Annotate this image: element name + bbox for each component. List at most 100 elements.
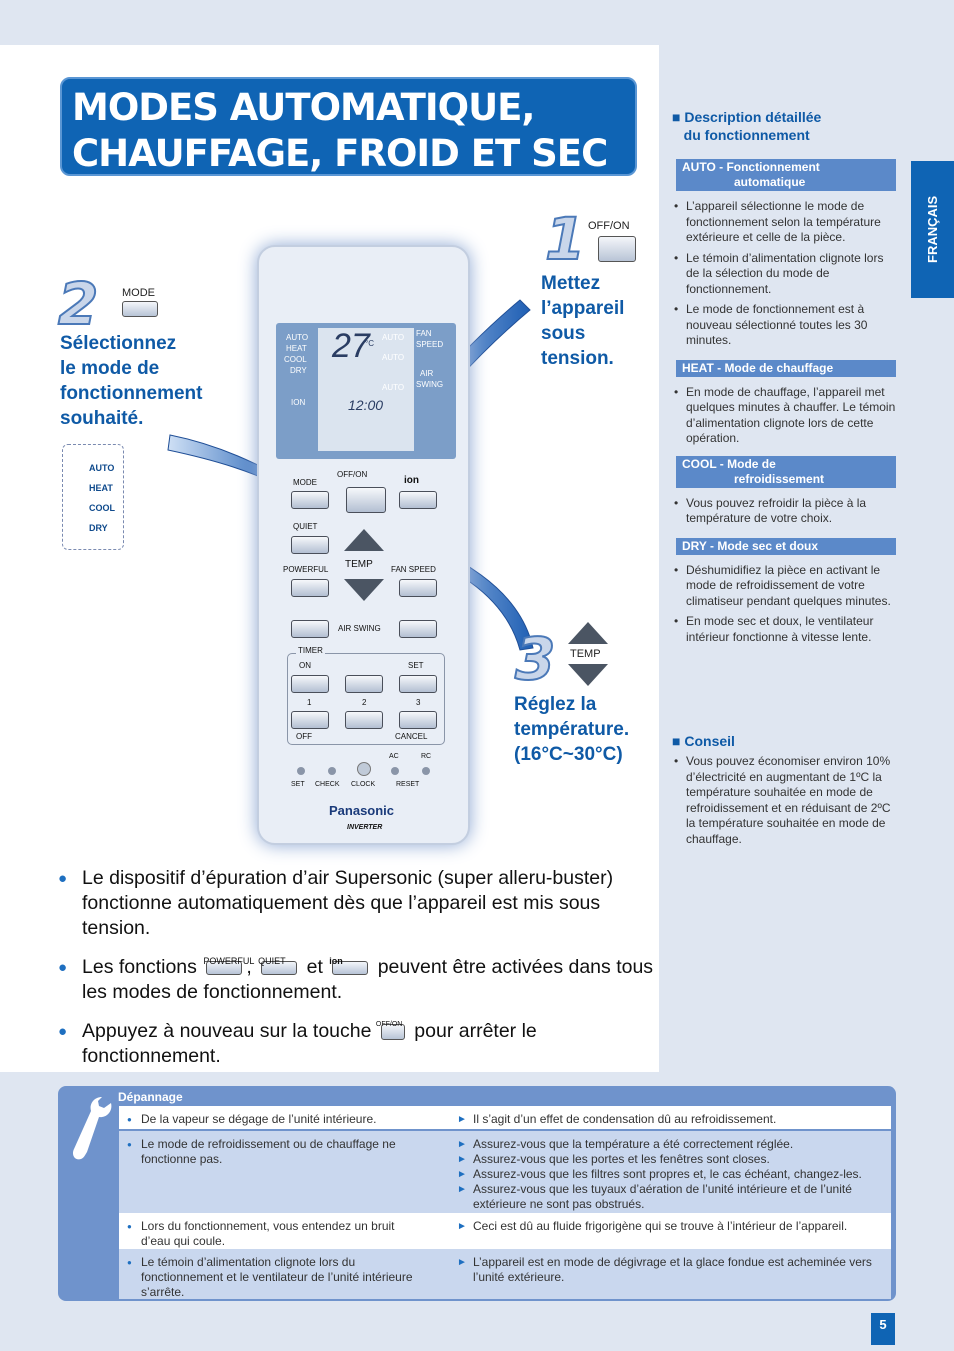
remote-swing-right-button[interactable] (399, 620, 437, 638)
note-text: pour arrêter le fonctionnement. (82, 1020, 537, 1067)
solution-cell: Ceci est dû au fluide frigorigène qui se… (457, 1219, 889, 1234)
step-3-text: Réglez la température. (16°C~30°C) (514, 692, 629, 767)
step-1-text: Mettez l’appareil sous tension. (541, 271, 624, 371)
auto-item: L’appareil sélectionne le mode de foncti… (672, 199, 896, 246)
remote-timer-on-button[interactable] (291, 675, 329, 693)
sidebar-heading-text: Description détaillée (684, 109, 822, 125)
step-1-number: 1 (544, 204, 586, 274)
inline-offon-button: OFF/ON (376, 1021, 405, 1040)
remote-timer-up-button[interactable] (345, 675, 383, 693)
conseil-heading: ■ Conseil (672, 733, 735, 749)
remote-fanspeed-button[interactable] (399, 579, 437, 597)
solution-cell: Il s’agit d’un effet de condensation dû … (457, 1112, 889, 1127)
lcd-swing: SWING (416, 380, 444, 389)
band-line: AUTO - Fonctionnement (682, 160, 820, 174)
remote-fanspeed-label: FAN SPEED (391, 565, 436, 574)
remote-mode-label: MODE (293, 478, 317, 487)
step-1-line: Mettez (541, 273, 601, 294)
lcd-frame: AUTO HEAT COOL DRY ION 27 °C 12:00 AUTO … (276, 323, 456, 459)
auto-item: Le mode de fonctionnement est à nouveau … (672, 302, 896, 349)
solution-line: Assurez-vous que la température a été co… (457, 1137, 889, 1152)
table-row: Le témoin d’alimentation clignote lors d… (119, 1249, 891, 1299)
auto-item: Le témoin d’alimentation clignote lors d… (672, 251, 896, 298)
inline-quiet-button: QUIET (258, 956, 298, 975)
remote-on-label: ON (299, 661, 311, 670)
lcd-mode: HEAT (286, 344, 307, 353)
step-2-mode-button[interactable] (122, 301, 158, 317)
remote-rc-label: RC (421, 753, 432, 760)
step-1-line: tension. (541, 348, 614, 369)
remote-offon-button[interactable] (346, 487, 386, 513)
heat-band: HEAT - Mode de chauffage (676, 359, 896, 377)
remote-num-label: 3 (416, 698, 421, 707)
remote-set2-label: SET (291, 781, 305, 788)
remote-temp-up-button[interactable] (344, 529, 384, 551)
sidebar: ■ Description détaillée du fonctionnemen… (672, 108, 896, 852)
remote-ion-button[interactable] (399, 491, 437, 509)
remote-temp-label: TEMP (345, 559, 373, 570)
remote-quiet-button[interactable] (291, 536, 329, 554)
troubleshooting-title: Dépannage (118, 1090, 183, 1104)
lcd-speed: SPEED (416, 340, 444, 349)
solution-line: L’appareil est en mode de dégivrage et l… (457, 1255, 889, 1285)
mode-dry: DRY (89, 523, 108, 533)
step-3-temp-down-icon (568, 664, 608, 686)
conseil-heading-text: Conseil (684, 733, 735, 749)
table-row: De la vapeur se dégage de l’unité intéri… (119, 1106, 891, 1129)
remote-swing-left-button[interactable] (291, 620, 329, 638)
step-2-text: Sélectionnez le mode de fonctionnement s… (60, 331, 203, 431)
solution-cell: L’appareil est en mode de dégivrage et l… (457, 1255, 889, 1285)
remote-timer-cancel-button[interactable] (399, 711, 437, 729)
dry-item: Déshumidifiez la pièce en activant le mo… (672, 563, 896, 610)
remote-timer-down-button[interactable] (345, 711, 383, 729)
lcd-auto: AUTO (382, 353, 405, 362)
remote-quiet-label: QUIET (293, 522, 318, 531)
remote-off-label: OFF (296, 732, 312, 741)
note-text: Le dispositif d’épuration d’air Superson… (82, 867, 614, 939)
remote-num-label: 1 (307, 698, 312, 707)
mode-cycle-box: AUTO HEAT COOL DRY (62, 444, 124, 550)
remote-timer-off-button[interactable] (291, 711, 329, 729)
step-2-line: fonctionnement (60, 383, 203, 404)
solution-cell: Assurez-vous que la température a été co… (457, 1137, 889, 1212)
note-text: peuvent être activées dans tous les mode… (82, 956, 654, 1003)
note-text: , (246, 956, 252, 978)
remote-offon-label: OFF/ON (337, 470, 368, 479)
remote-check-label: CHECK (315, 781, 340, 788)
inline-button-label: QUIET (258, 955, 286, 966)
lcd-unit: °C (365, 339, 374, 348)
mode-heat: HEAT (89, 483, 113, 493)
remote-set-dot[interactable] (297, 767, 305, 775)
remote-mode-button[interactable] (291, 491, 329, 509)
timer-box (287, 653, 445, 745)
page-number: 5 (871, 1313, 895, 1345)
remote-ac-dot[interactable] (391, 767, 399, 775)
lcd-auto: AUTO (382, 333, 405, 342)
remote-clock-dot[interactable] (357, 762, 371, 776)
lcd-air: AIR (420, 369, 434, 378)
problem-cell: Le témoin d’alimentation clignote lors d… (127, 1255, 427, 1300)
remote-timer-set-button[interactable] (399, 675, 437, 693)
step-2-line: souhaité. (60, 408, 144, 429)
remote-rc-dot[interactable] (422, 767, 430, 775)
table-row: Lors du fonctionnement, vous entendez un… (119, 1213, 891, 1249)
remote-powerful-button[interactable] (291, 579, 329, 597)
remote-powerful-label: POWERFUL (283, 565, 329, 574)
step-2-number: 2 (57, 269, 99, 339)
sidebar-heading-text: du fonctionnement (683, 127, 810, 143)
problem-cell: Lors du fonctionnement, vous entendez un… (127, 1219, 427, 1249)
page-title: MODES AUTOMATIQUE, CHAUFFAGE, FROID ET S… (60, 77, 637, 176)
problem-cell: De la vapeur se dégage de l’unité intéri… (127, 1112, 427, 1127)
remote-temp-down-button[interactable] (344, 579, 384, 601)
remote-check-dot[interactable] (328, 767, 336, 775)
remote-num-label: 2 (362, 698, 367, 707)
remote-cancel-label: CANCEL (395, 732, 428, 741)
inline-button-label: POWERFUL (203, 955, 255, 966)
lcd-time: 12:00 (348, 397, 384, 413)
remote-brand-logo: Panasonic (329, 803, 395, 818)
inline-powerful-button: POWERFUL (203, 956, 254, 975)
step-1-offon-button[interactable] (598, 236, 636, 262)
band-line: refroidissement (734, 471, 825, 486)
